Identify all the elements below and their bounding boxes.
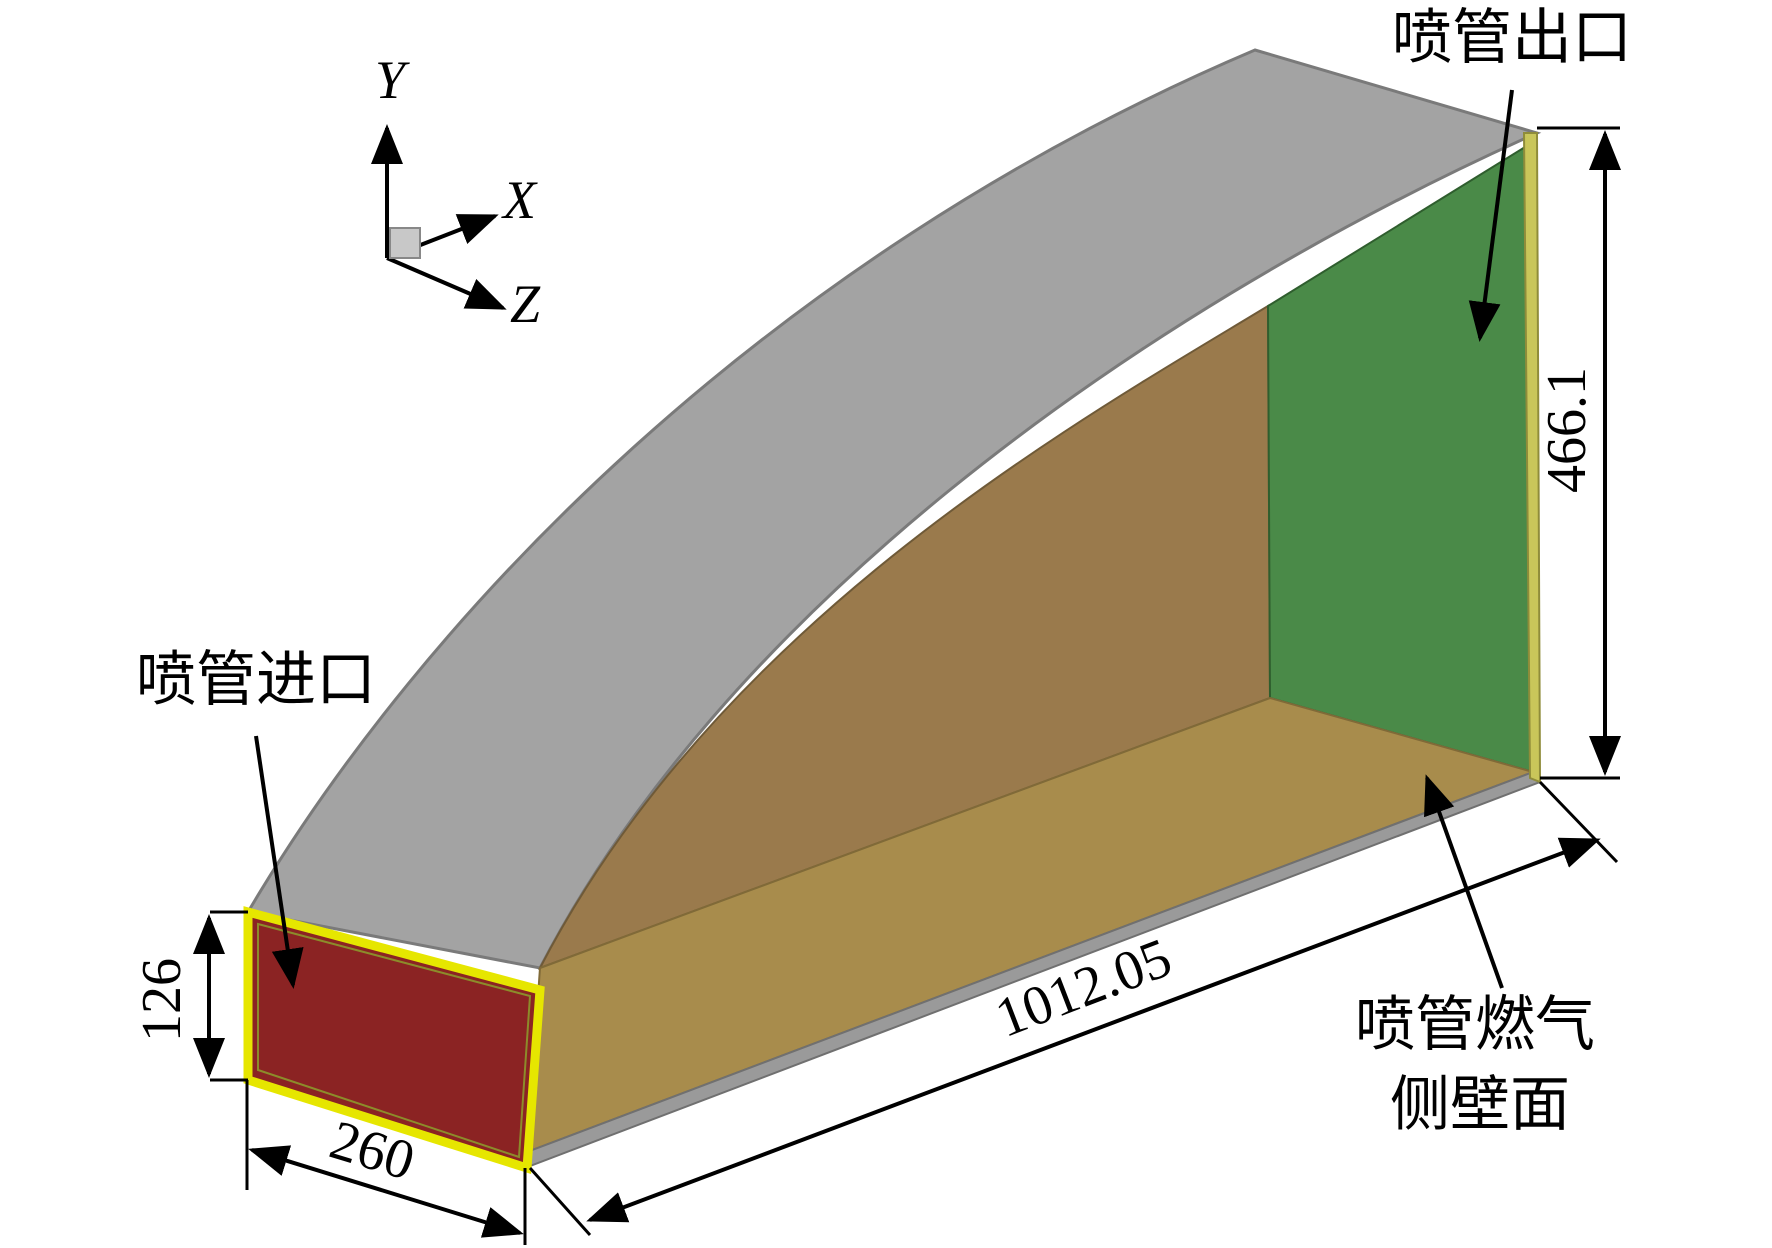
far-side-wall — [537, 304, 1272, 970]
side-wall-label-line1: 喷管燃气 — [1355, 990, 1595, 1060]
triad-cube-icon — [389, 227, 421, 259]
inlet-height-value: 126 — [131, 958, 193, 1042]
side-wall-label-line2: 侧壁面 — [1390, 1070, 1570, 1140]
x-axis-label: X — [501, 170, 538, 230]
z-axis-label: Z — [510, 274, 541, 334]
outlet-height-value: 466.1 — [1536, 367, 1598, 493]
inlet-label: 喷管进口 — [136, 645, 376, 715]
outlet-label: 喷管出口 — [1392, 3, 1632, 73]
inlet-leader-arrow — [254, 735, 304, 989]
outlet-leader-arrow — [1468, 89, 1514, 342]
inlet-face — [243, 906, 545, 1175]
y-axis-label: Y — [375, 50, 410, 110]
dim-outlet-height: 466.1 — [1536, 126, 1621, 780]
dim-inlet-height: 126 — [131, 910, 248, 1082]
top-surface — [245, 48, 1542, 970]
axis-triad: Y X Z — [371, 50, 541, 334]
